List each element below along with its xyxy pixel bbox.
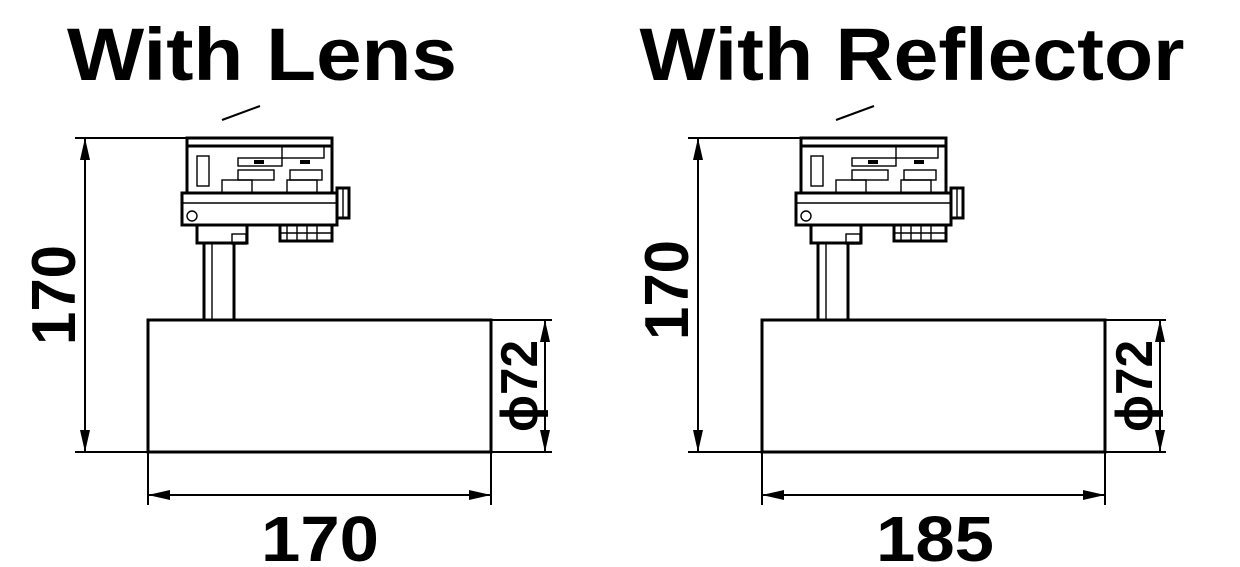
height-dimension: 170 — [633, 137, 804, 453]
height-label: 170 — [633, 240, 702, 340]
diagram-title: With Lens — [67, 13, 457, 96]
diagram-with-reflector: With Reflector 170 185 — [633, 13, 1185, 567]
diameter-dimension: ϕ72 — [491, 319, 552, 453]
height-dimension: 170 — [20, 137, 190, 453]
diameter-label: ϕ72 — [491, 340, 549, 432]
width-dimension: 185 — [761, 452, 1106, 567]
light-head-body — [760, 318, 1107, 454]
diagram-title: With Reflector — [640, 13, 1185, 96]
diameter-label: ϕ72 — [1106, 340, 1164, 432]
diagram-with-lens: With Lens 170 170 — [20, 13, 552, 567]
track-light-drawing — [146, 104, 493, 454]
height-label: 170 — [20, 245, 89, 345]
diameter-dimension: ϕ72 — [1105, 319, 1166, 453]
width-dimension: 170 — [147, 452, 492, 567]
width-label: 185 — [876, 503, 994, 567]
width-label: 170 — [261, 503, 379, 567]
track-light-drawing — [760, 104, 1107, 454]
light-head-body — [146, 318, 493, 454]
